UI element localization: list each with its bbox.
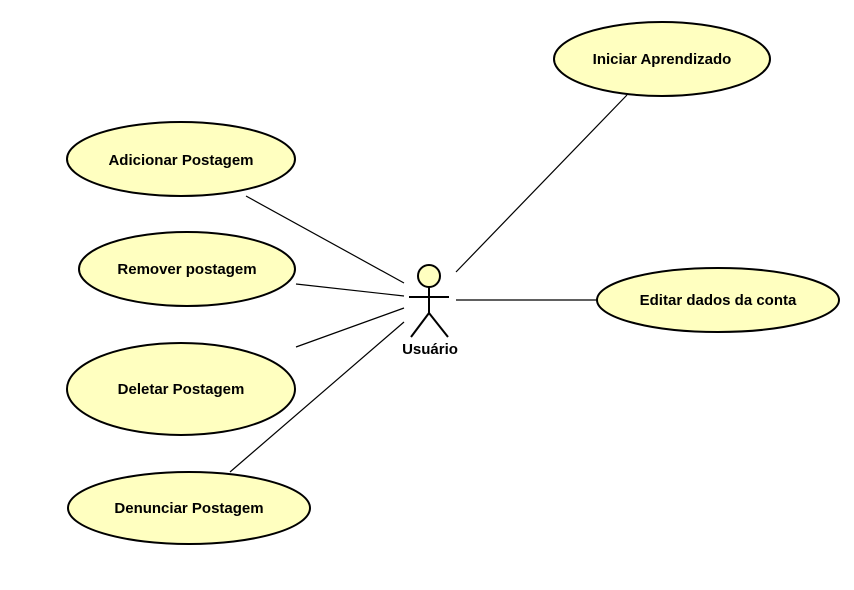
association-iniciar-aprendizado [455,94,628,273]
usecase-denunciar-postagem[interactable]: Denunciar Postagem [67,471,311,545]
association-remover-postagem [295,283,405,297]
actor-left-leg [410,312,430,338]
usecase-label: Iniciar Aprendizado [593,51,732,68]
actor-usuario[interactable]: Usuário [402,264,458,358]
usecase-ellipse [553,21,771,97]
usecase-adicionar-postagem[interactable]: Adicionar Postagem [66,121,296,197]
usecase-label: Deletar Postagem [118,381,245,398]
usecase-ellipse [66,342,296,436]
usecase-editar-dados-da-conta[interactable]: Editar dados da conta [596,267,840,333]
usecase-ellipse [66,121,296,197]
usecase-ellipse [78,231,296,307]
actor-head-icon [417,264,441,288]
usecase-label: Editar dados da conta [640,292,797,309]
usecase-label: Adicionar Postagem [108,152,253,169]
usecase-remover-postagem[interactable]: Remover postagem [78,231,296,307]
actor-label: Usuário [402,341,458,358]
association-denunciar-postagem [229,321,405,473]
association-adicionar-postagem [245,195,405,284]
association-deletar-postagem [295,307,405,348]
associations [229,94,628,473]
usecase-ellipse [596,267,840,333]
usecase-iniciar-aprendizado[interactable]: Iniciar Aprendizado [553,21,771,97]
usecase-label: Denunciar Postagem [114,500,263,517]
usecase-deletar-postagem[interactable]: Deletar Postagem [66,342,296,436]
usecase-label: Remover postagem [117,261,256,278]
actor-right-leg [428,312,449,338]
usecase-ellipse [67,471,311,545]
